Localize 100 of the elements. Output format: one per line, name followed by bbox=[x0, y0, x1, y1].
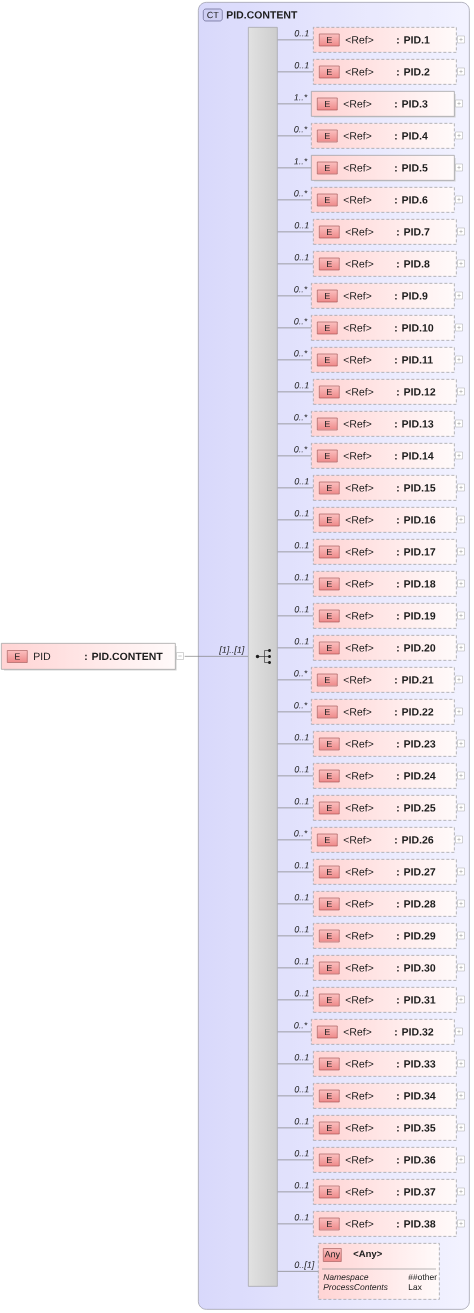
multiplicity-label: 0..* bbox=[294, 670, 308, 677]
element-badge: E bbox=[319, 257, 340, 271]
element-name: <Ref> bbox=[345, 483, 374, 492]
multiplicity-label: 0..1 bbox=[294, 894, 309, 901]
type-name: : PID.3 bbox=[395, 100, 428, 108]
element-badge: E bbox=[319, 225, 340, 239]
element-badge: E bbox=[319, 545, 340, 559]
type-name: : PID.CONTENT bbox=[85, 652, 163, 661]
element-name: <Ref> bbox=[345, 995, 374, 1004]
multiplicity-label: 0..* bbox=[294, 190, 308, 197]
element-name: <Ref> bbox=[345, 771, 374, 780]
wildcard-badge: Any bbox=[323, 1248, 342, 1262]
element-name: <Ref> bbox=[345, 931, 374, 940]
element-badge: E bbox=[319, 897, 340, 911]
type-name: : PID.16 bbox=[397, 516, 436, 524]
multiplicity-label: 0..1 bbox=[294, 926, 309, 933]
multiplicity-label: 0..* bbox=[294, 702, 308, 709]
type-name: : PID.10 bbox=[395, 324, 434, 332]
multiplicity-label: 0..1 bbox=[294, 990, 309, 997]
element-badge: E bbox=[319, 385, 340, 399]
connector-line bbox=[277, 231, 314, 233]
element-name: <Ref> bbox=[345, 67, 374, 76]
multiplicity-label: 0..* bbox=[294, 414, 308, 421]
type-name: : PID.27 bbox=[397, 868, 436, 876]
connector-line bbox=[277, 615, 314, 617]
type-name: : PID.1 bbox=[397, 36, 430, 44]
connector-line bbox=[277, 327, 312, 329]
multiplicity-label: 0..1 bbox=[294, 1054, 309, 1061]
wildcard-title: <Any> bbox=[353, 1250, 382, 1259]
element-badge: E bbox=[319, 993, 340, 1007]
multiplicity-label: 0..* bbox=[294, 446, 308, 453]
multiplicity-label: 0..* bbox=[294, 1022, 308, 1029]
element-badge: E bbox=[317, 129, 338, 143]
connector-line bbox=[277, 39, 314, 41]
element-badge: E bbox=[7, 650, 28, 663]
type-name: : PID.28 bbox=[397, 900, 436, 908]
connector-line bbox=[277, 391, 314, 393]
connector-line bbox=[277, 519, 314, 521]
element-name: <Ref> bbox=[343, 835, 372, 844]
type-name: : PID.25 bbox=[397, 804, 436, 812]
element-name: <Ref> bbox=[345, 1123, 374, 1132]
element-name: <Ref> bbox=[345, 35, 374, 44]
element-name: <Ref> bbox=[343, 99, 372, 108]
element-badge: E bbox=[319, 1057, 340, 1071]
element-badge: E bbox=[319, 513, 340, 527]
multiplicity-label: 1..* bbox=[294, 158, 308, 165]
connector-line bbox=[277, 1271, 319, 1272]
type-name: : PID.11 bbox=[395, 356, 433, 364]
type-name: : PID.26 bbox=[395, 836, 434, 844]
property-name: Namespace bbox=[323, 1274, 369, 1282]
multiplicity-label: 1..* bbox=[294, 94, 308, 101]
connector-line bbox=[277, 71, 314, 73]
element-badge: E bbox=[317, 161, 338, 175]
type-name: : PID.35 bbox=[397, 1124, 436, 1132]
type-name: : PID.15 bbox=[397, 484, 436, 492]
element-badge: E bbox=[319, 737, 340, 751]
multiplicity-label: 0..1 bbox=[294, 478, 309, 485]
type-name: : PID.31 bbox=[397, 996, 436, 1004]
connector-line bbox=[277, 935, 314, 937]
element-badge: E bbox=[317, 1025, 338, 1039]
type-name: : PID.24 bbox=[397, 772, 436, 780]
connector-line bbox=[277, 775, 314, 777]
connector-line bbox=[277, 359, 312, 361]
element-badge: E bbox=[317, 193, 338, 207]
element-badge: E bbox=[319, 33, 340, 47]
connector-line bbox=[277, 1127, 314, 1129]
type-name: : PID.22 bbox=[395, 708, 434, 716]
connector-line bbox=[277, 839, 312, 841]
element-badge: E bbox=[319, 1217, 340, 1231]
type-name: : PID.18 bbox=[397, 580, 436, 588]
type-name: : PID.29 bbox=[397, 932, 436, 940]
connector-line bbox=[277, 679, 312, 681]
element-name: <Ref> bbox=[345, 1059, 374, 1068]
connector-line bbox=[277, 167, 312, 169]
type-name: : PID.14 bbox=[395, 452, 434, 460]
multiplicity-label: [1]..[1] bbox=[219, 646, 245, 655]
element-badge: E bbox=[319, 865, 340, 879]
multiplicity-label: 0..1 bbox=[294, 542, 309, 549]
multiplicity-label: 0..* bbox=[294, 126, 308, 133]
element-badge: E bbox=[317, 673, 338, 687]
connector-line bbox=[277, 263, 314, 265]
type-name: : PID.36 bbox=[397, 1156, 436, 1164]
type-name: : PID.4 bbox=[395, 132, 428, 140]
element-badge: E bbox=[319, 1089, 340, 1103]
element-name: <Ref> bbox=[345, 1187, 374, 1196]
connector-line bbox=[277, 1063, 314, 1065]
connector-line bbox=[277, 1095, 314, 1097]
connector-line bbox=[277, 455, 312, 457]
connector-line bbox=[277, 583, 314, 585]
element-badge: E bbox=[317, 705, 338, 719]
type-name: : PID.8 bbox=[397, 260, 430, 268]
type-name: : PID.20 bbox=[397, 644, 436, 652]
element-name: <Ref> bbox=[345, 579, 374, 588]
multiplicity-label: 0..1 bbox=[294, 766, 309, 773]
connector-line bbox=[277, 295, 312, 297]
connector-line bbox=[277, 807, 314, 809]
connector-line bbox=[277, 1031, 312, 1033]
multiplicity-label: 0..1 bbox=[294, 222, 309, 229]
multiplicity-label: 0..1 bbox=[294, 574, 309, 581]
element-name: <Ref> bbox=[345, 1219, 374, 1228]
